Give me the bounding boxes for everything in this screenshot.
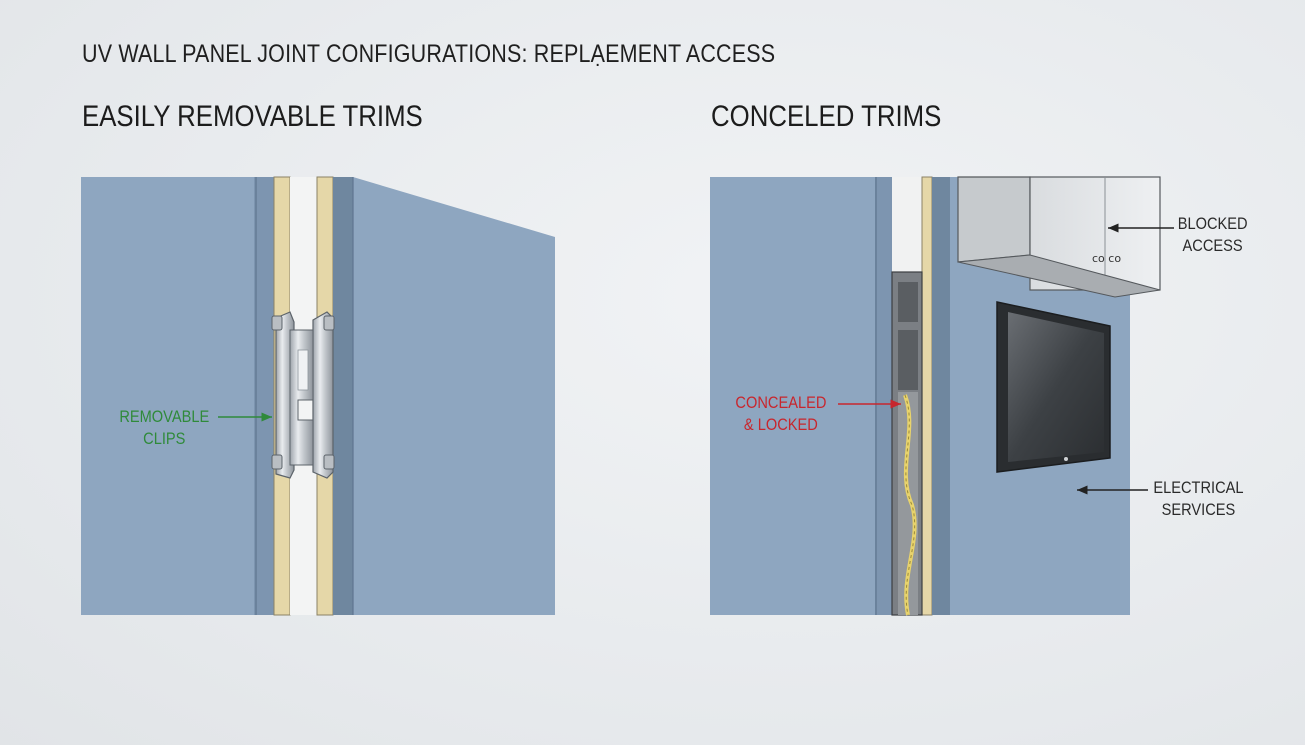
blocked-access-label: BLOCKED ACCESS [1177,214,1248,255]
left-panel-edge [254,177,274,615]
left-section-heading: EASILY REMOVABLE TRIMS [82,100,423,133]
right-section-heading: CONCELED TRIMS [711,100,942,133]
cabinet-knobs: co co [1092,252,1121,265]
right-panel [353,177,555,615]
diagram-title: UV WALL PANEL JOINT CONFIGURATIONS: REPL… [82,40,776,68]
left-panel-concealed [710,177,875,615]
right-panel-edge [333,177,353,615]
left-panel [81,177,256,615]
wall-monitor [996,301,1111,473]
wall-cabinet: co co [957,176,1161,298]
removable-clips [271,311,335,479]
electrical-services-label: ELECTRICAL SERVICES [1153,478,1244,519]
removable-clips-label: REMOVABLE CLIPS [119,407,210,448]
concealed-locked-label: CONCEALED & LOCKED [735,393,827,434]
